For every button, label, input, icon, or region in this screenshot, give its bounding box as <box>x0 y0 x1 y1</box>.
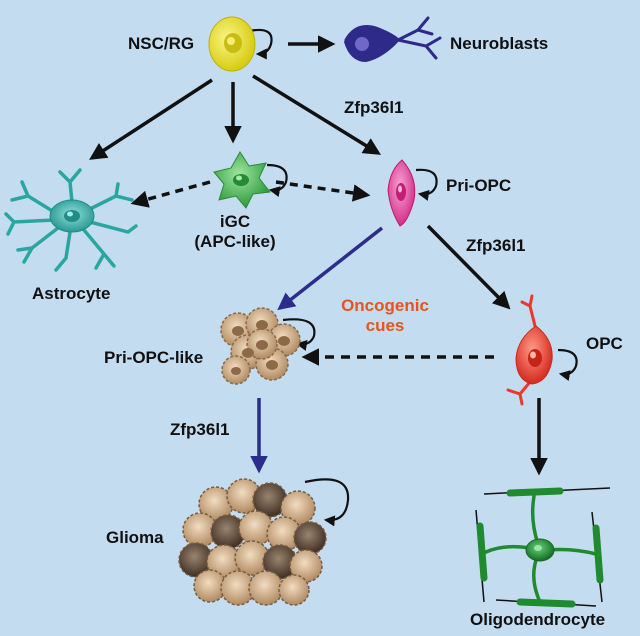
label-zfp36l1-top: Zfp36l1 <box>344 98 404 117</box>
label-opc: OPC <box>586 334 623 353</box>
self-renewal-arrow-icon <box>248 28 273 60</box>
arrows <box>89 35 548 476</box>
label-astrocyte: Astrocyte <box>32 284 111 303</box>
label-nsc-rg: NSC/RG <box>128 34 195 53</box>
neuroblast-cell-icon <box>344 16 442 62</box>
arrow-igc-to-astrocyte <box>130 180 211 208</box>
label-glioma: Glioma <box>106 528 164 547</box>
arrow-nsc-to-astrocyte <box>89 78 213 160</box>
label-zfp36l1-left: Zfp36l1 <box>170 420 230 439</box>
arrow-pri-opc-to-pri-opc-like <box>277 226 384 311</box>
self-renewal-arrow-icon <box>415 168 438 201</box>
astrocyte-cell-icon <box>4 168 138 272</box>
arrow-igc-to-pri-opc <box>275 180 371 202</box>
label-igc: iGC <box>219 212 251 231</box>
self-renewal-arrow-icon <box>282 318 316 351</box>
self-renewal-arrow-icon <box>304 478 350 527</box>
pri-opc-like-cluster-icon <box>220 307 301 385</box>
arrow-nsc-to-pri-opc <box>252 74 381 155</box>
label-cues: cues <box>365 316 405 335</box>
nsc-rg-cell-icon <box>208 16 256 72</box>
self-renewal-arrow-icon <box>557 348 578 381</box>
glioma-cluster-icon <box>178 478 327 606</box>
label-neuroblasts: Neuroblasts <box>450 34 549 53</box>
oligodendrocyte-cell-icon <box>475 487 611 608</box>
opc-cell-icon <box>506 294 553 406</box>
igc-cell-icon <box>213 151 271 209</box>
label-oncogenic: Oncogenic <box>341 296 429 315</box>
pri-opc-cell-icon <box>387 159 416 227</box>
label-oligodendrocyte: Oligodendrocyte <box>470 610 606 629</box>
label-zfp36l1-mid: Zfp36l1 <box>466 236 526 255</box>
self-renewal-arrow-icon <box>266 163 288 197</box>
self-renewal-arrows <box>248 28 578 527</box>
label-igc-apc-like: (APC-like) <box>194 232 276 251</box>
label-pri-opc-like: Pri-OPC-like <box>104 348 204 367</box>
label-pri-opc: Pri-OPC <box>446 176 512 195</box>
arrow-pri-opc-to-opc <box>426 224 511 310</box>
